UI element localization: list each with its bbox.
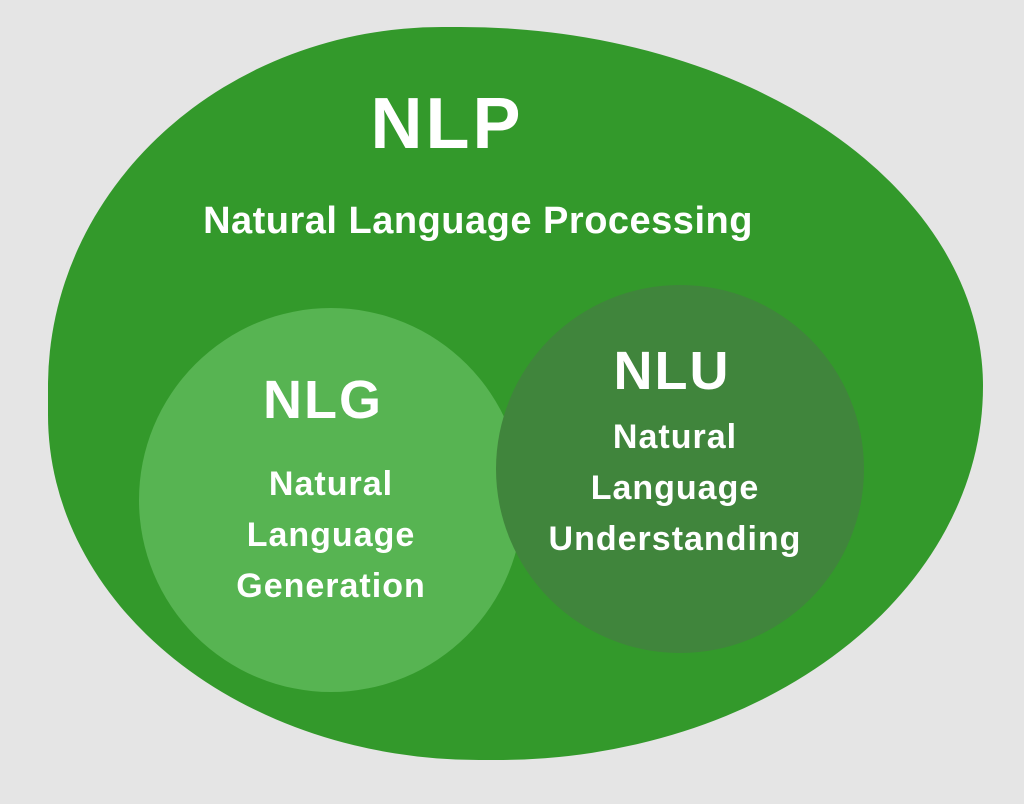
nlu-label-line-2: Language [590, 469, 760, 507]
nlp-full-label: Natural Language Processing [203, 200, 753, 242]
nlu-abbreviation: NLU [613, 341, 731, 401]
nlp-abbreviation: NLP [370, 84, 524, 164]
nlg-label-line-1: Natural [268, 465, 394, 503]
nlu-circle-shape [496, 285, 864, 653]
nlg-circle-shape [139, 308, 523, 692]
nlu-label-line-1: Natural [612, 418, 738, 456]
nlu-label-line-3: Understanding [548, 520, 802, 558]
nlu-full-label: Natural Language Understanding [549, 412, 802, 565]
nlg-abbreviation: NLG [263, 370, 383, 430]
nlg-full-label: Natural Language Generation [236, 459, 425, 612]
nlg-label-line-2: Language [246, 516, 416, 554]
nlg-label-line-3: Generation [236, 567, 426, 605]
